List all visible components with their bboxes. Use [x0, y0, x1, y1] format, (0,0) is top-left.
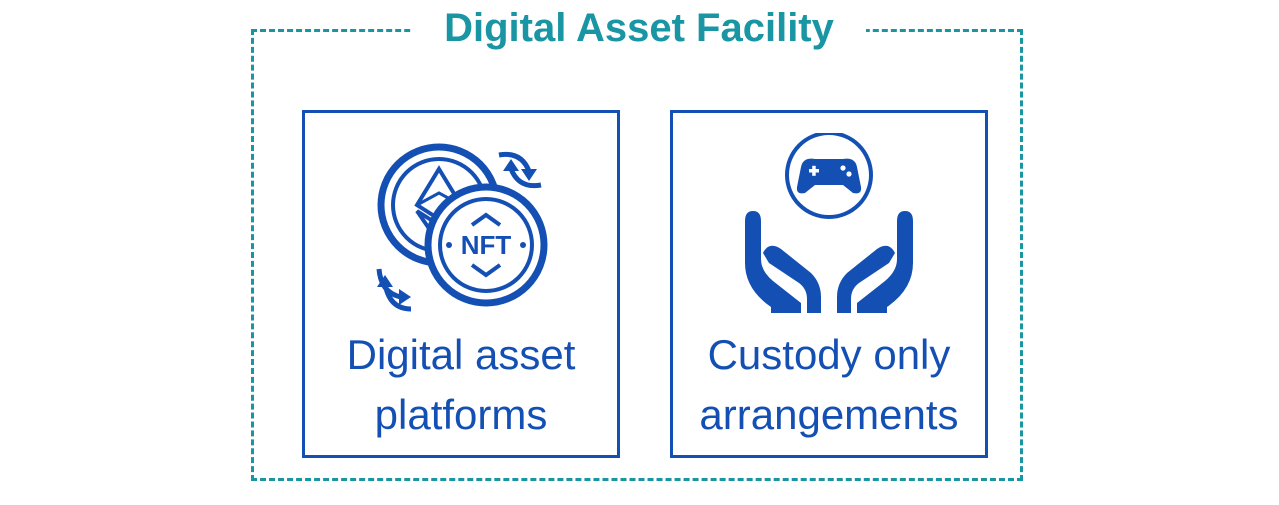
digital-asset-platforms-label: Digital asset platforms [305, 325, 617, 445]
label-line: Custody only [707, 331, 951, 378]
nft-coin-exchange-icon: NFT [376, 143, 548, 312]
custody-only-arrangements-box: Custody only arrangements [670, 110, 988, 458]
svg-text:NFT: NFT [461, 230, 512, 260]
hands-holding-gamepad-icon [745, 133, 913, 313]
custody-only-arrangements-label: Custody only arrangements [673, 325, 985, 445]
label-line: platforms [374, 391, 548, 438]
facility-title: Digital Asset Facility [412, 4, 866, 52]
digital-asset-platforms-box: NFT Digital asset platforms [302, 110, 620, 458]
label-line: Digital asset [346, 331, 576, 378]
label-line: arrangements [699, 391, 959, 438]
